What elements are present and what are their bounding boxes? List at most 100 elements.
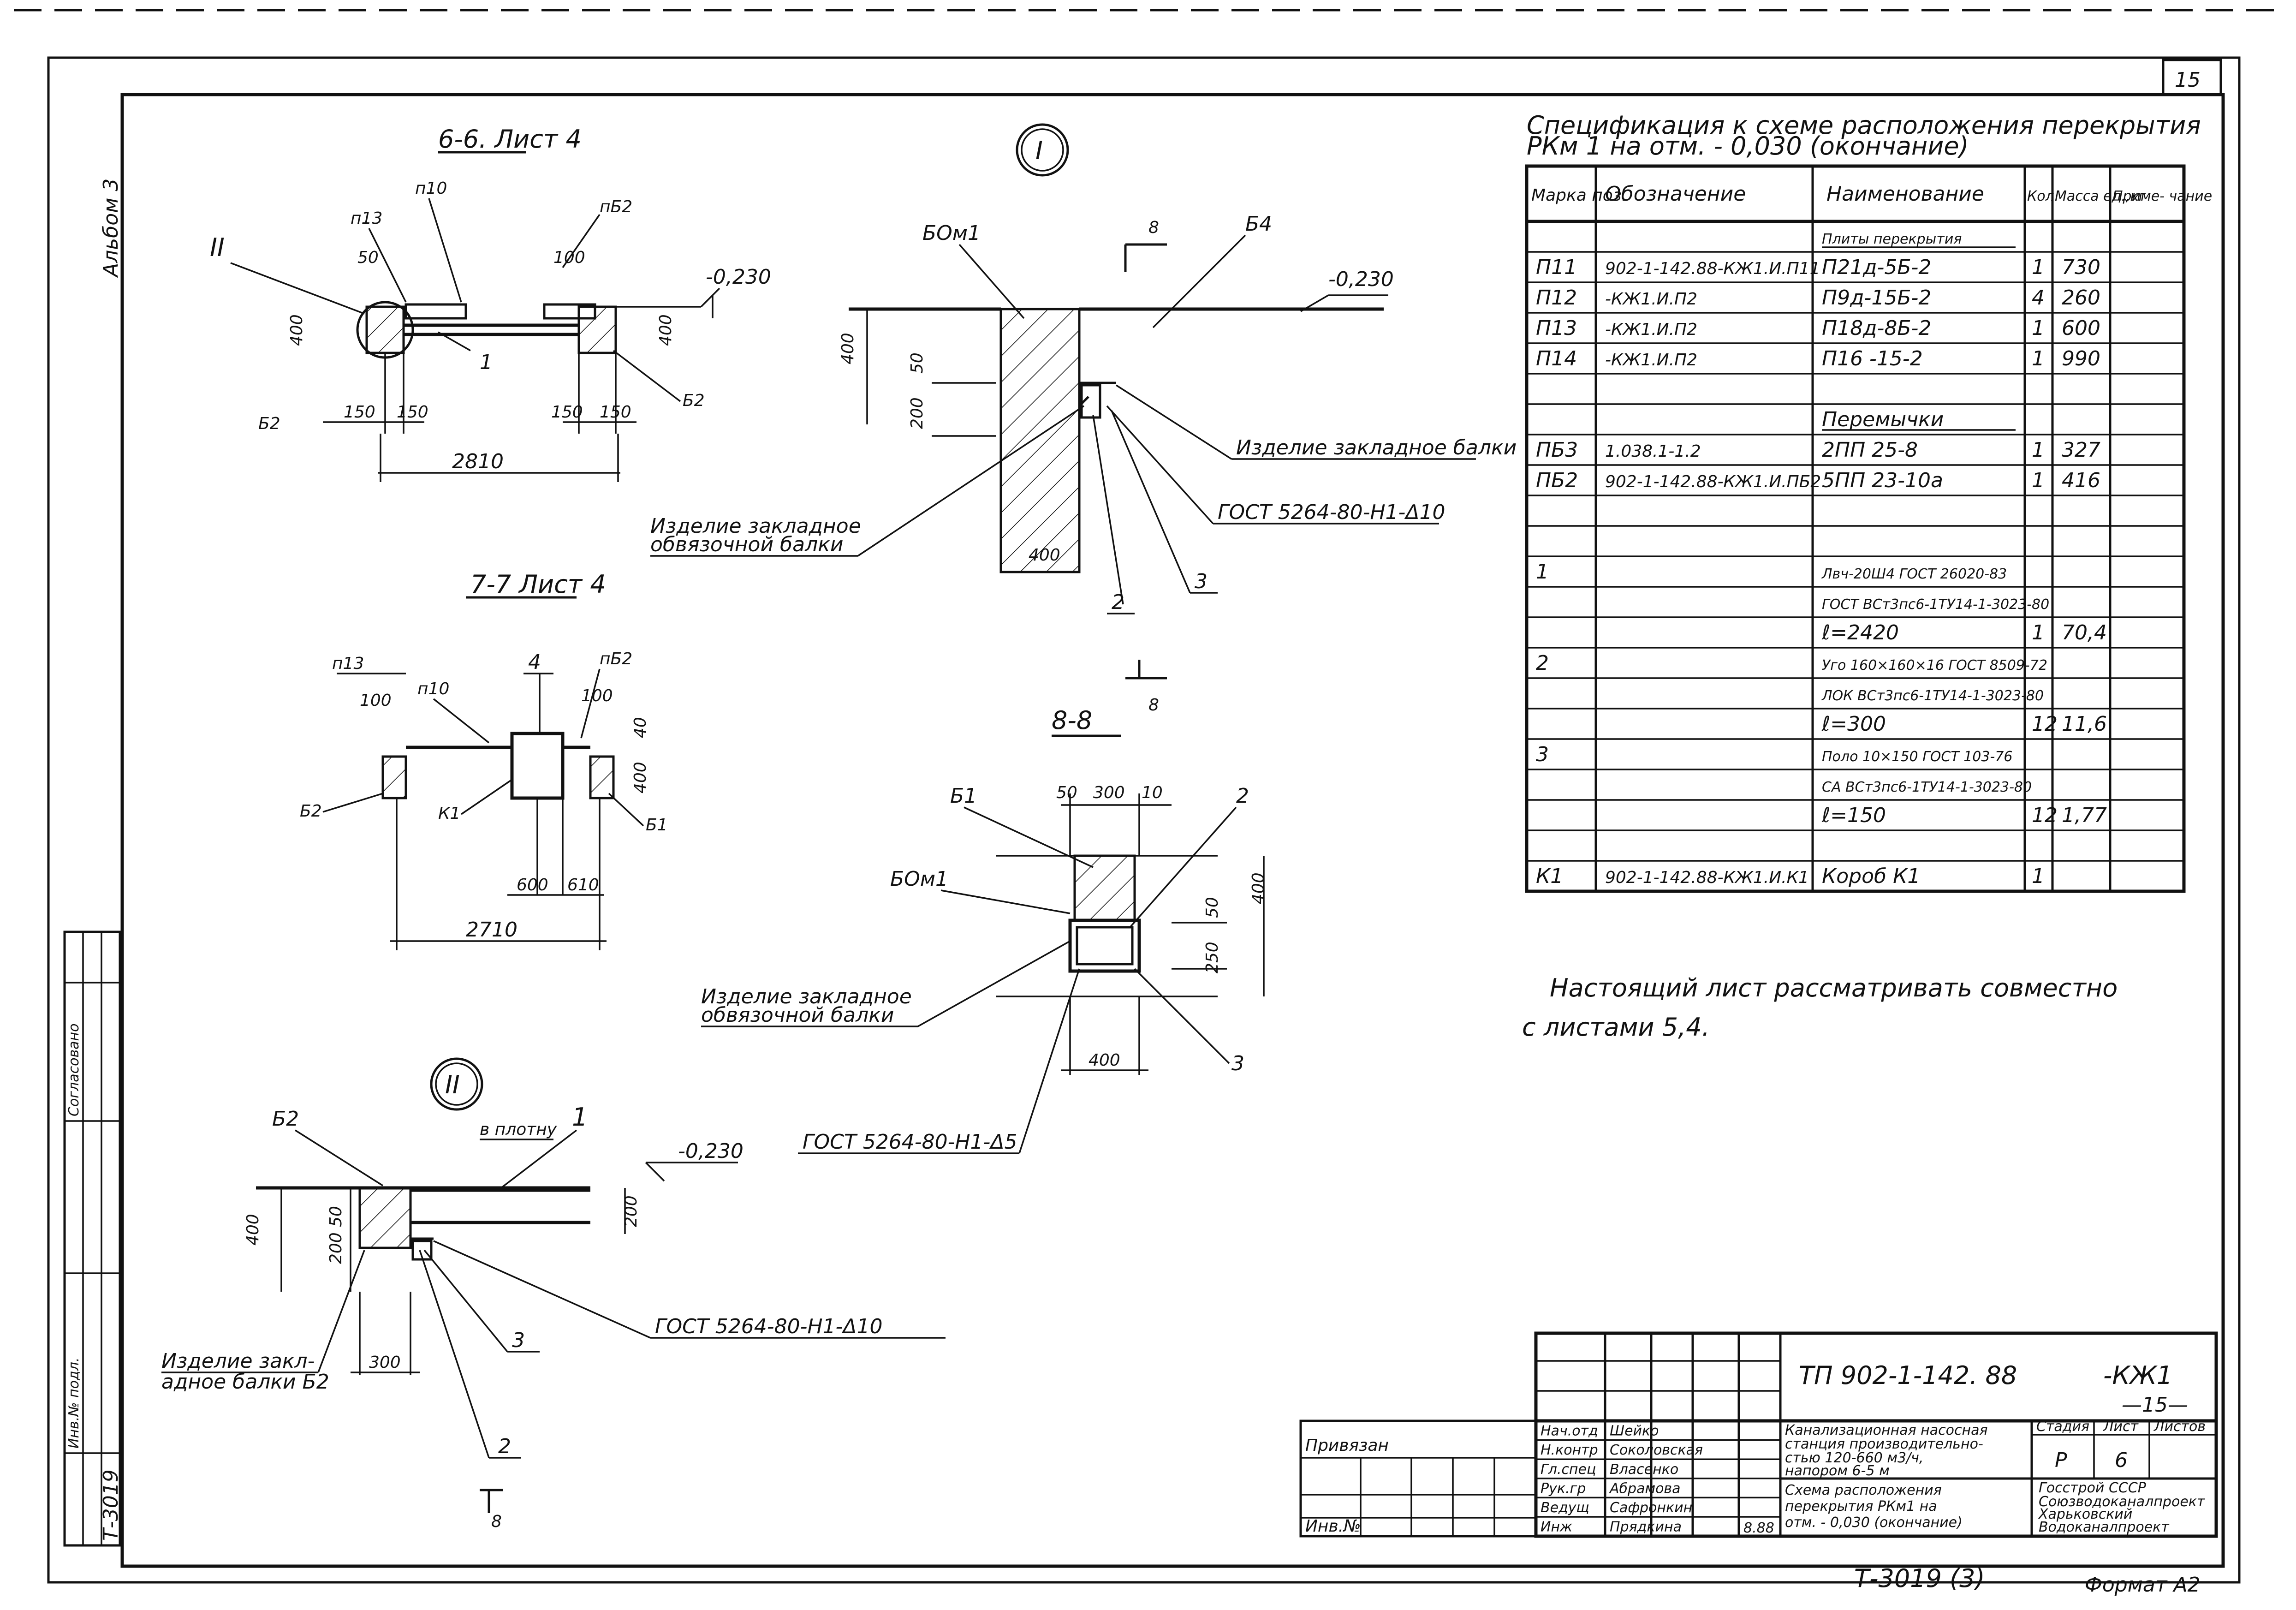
gost-d5-88: ГОСТ 5264-80-Н1-Δ5	[803, 1130, 1017, 1154]
dim-400-node1: 400	[839, 333, 857, 364]
dim-610-77: 610	[567, 876, 599, 894]
spec-cell-name: Лвч-20Ш4 ГОСТ 26020-83	[1821, 566, 2007, 582]
node-1-circle	[1016, 123, 1069, 177]
sheet-title-l2: перекрытия РКм1 на	[1785, 1498, 1937, 1515]
outer-frame	[47, 56, 2241, 1584]
archive-code: Т-3019 (3)	[1854, 1564, 1985, 1593]
label-b2-left-66: Б2	[258, 414, 280, 433]
date: 8.88	[1743, 1520, 1774, 1536]
label-p13-66: п13	[351, 209, 382, 228]
inner-frame	[120, 93, 2225, 1568]
spec-title-2: РКм 1 на отм. - 0,030 (окончание)	[1527, 131, 1969, 161]
spec-cell-name: ℓ=300	[1821, 712, 1886, 736]
sheet-number: 15	[2175, 68, 2201, 92]
staff-name: Сафронкин	[1610, 1500, 1692, 1516]
spec-cell-qty: 1	[2032, 438, 2045, 462]
staff-name: Абрамова	[1609, 1480, 1681, 1497]
spec-cell-designation: -КЖ1.И.П2	[1605, 290, 1697, 309]
side-stamp-1: Согласовано	[66, 1023, 82, 1116]
project-l3: стью 120-660 м3/ч,	[1785, 1450, 1923, 1466]
gost-d10-node1: ГОСТ 5264-80-Н1-Δ10	[1218, 501, 1445, 524]
cut-8-top: 8	[1148, 218, 1159, 237]
dim-40-77: 40	[631, 717, 650, 738]
spec-cell-qty: 1	[2032, 621, 2045, 644]
dim-150-66b: 150	[397, 403, 428, 422]
spec-cell-qty: 1	[2032, 316, 2045, 340]
spec-cell-name: 2ПП 25-8	[1822, 438, 1918, 462]
spec-cell-mark: ПБ3	[1536, 438, 1578, 462]
dim-400-node2: 400	[244, 1214, 262, 1246]
dim-600-77: 600	[517, 876, 548, 894]
dim-300-node2: 300	[369, 1353, 401, 1372]
spec-cell-mark: К1	[1536, 865, 1563, 888]
spec-cell-mark: ПБ2	[1536, 469, 1578, 492]
section-7-7-title: 7-7 Лист 4	[470, 570, 606, 599]
spec-cell-name: 5ПП 23-10а	[1822, 469, 1943, 492]
spec-cell-designation: -КЖ1.И.П2	[1605, 351, 1697, 370]
elev-node2: -0,230	[678, 1139, 744, 1163]
org-l3: Харьковский	[2038, 1506, 2132, 1522]
spec-cell-qty: 4	[2032, 286, 2045, 310]
project-l4: напором 6-5 м	[1785, 1463, 1890, 1479]
side-stamp-2: Инв.№ подл.	[66, 1358, 82, 1449]
dim-300-88: 300	[1093, 783, 1125, 802]
spec-cell-mark: 1	[1536, 560, 1549, 584]
privyazan-label: Привязан	[1305, 1436, 1389, 1455]
box-k1-77	[510, 732, 565, 800]
node-2: II в плотну 1 Б2 -0,230 200 400 200 50 3…	[161, 1057, 946, 1531]
project-l2: станция производительно-	[1785, 1436, 1983, 1452]
spec-cell-qty: 1	[2032, 347, 2045, 370]
section-8-8-box	[1068, 918, 1141, 973]
spec-cell-mass: 70,4	[2062, 621, 2107, 644]
drawing-code: ТП 902-1-142. 88	[1799, 1361, 2017, 1390]
dim-400-88-side: 400	[1249, 872, 1268, 904]
spec-header-mass: Масса ед.,кг	[2055, 188, 2146, 204]
embed-tie-1-node1: Изделие закладное	[650, 514, 861, 538]
in-place-label: в плотну	[480, 1120, 557, 1139]
spec-cell-name: ℓ=2420	[1821, 621, 1899, 644]
spec-cell-qty: 1	[2032, 256, 2045, 279]
note-line-1: Настоящий лист рассматривать совместно	[1550, 973, 2118, 1002]
sheet-title-l1: Схема расположения	[1785, 1482, 1942, 1498]
staff-role: Н.контр	[1541, 1442, 1598, 1458]
label-p10-77: п10	[417, 680, 449, 698]
sheet-value: 6	[2115, 1449, 2128, 1472]
spec-header-name: Наименование	[1826, 182, 1984, 206]
label-b4-node1: Б4	[1245, 212, 1272, 236]
dim-2710: 2710	[466, 918, 517, 942]
spec-cell-mark: 2	[1536, 651, 1549, 675]
dim-100-77b: 100	[581, 686, 613, 705]
label-pb2-77: пБ2	[600, 650, 632, 668]
section-7-7: 7-7 Лист 4 п13 п10 4 пБ2 100 100 40 400 …	[300, 570, 668, 950]
spec-cell-qty: 12	[2032, 804, 2058, 827]
org-l2: Союзводоканалпроект	[2039, 1494, 2206, 1510]
dim-50-node1: 50	[908, 352, 927, 374]
label-four-77: 4	[528, 650, 541, 674]
elev-node1: -0,230	[1328, 268, 1394, 291]
album-label: Альбом 3	[99, 179, 123, 278]
spec-cell-name: П18д-8Б-2	[1822, 316, 1931, 340]
section-8-8-title: 8-8	[1052, 706, 1092, 735]
spec-cell-name: П9д-15Б-2	[1822, 286, 1931, 310]
note-line-2: с листами 5,4.	[1522, 1013, 1710, 1042]
label-three-node1: 3	[1195, 570, 1207, 593]
spec-cell-mark: П13	[1536, 316, 1577, 340]
dim-400-77: 400	[631, 762, 650, 793]
dim-400-66a: 400	[287, 314, 306, 346]
dim-100-77a: 100	[360, 691, 392, 710]
stage-value: Р	[2055, 1449, 2067, 1472]
label-one-66: 1	[480, 351, 493, 374]
dim-150-66a: 150	[344, 403, 375, 422]
sheet-title-l3: отм. - 0,030 (окончание)	[1785, 1515, 1963, 1531]
section-8-8: 8 8-8 50 300 10 Б1 2 БОм1 400 50 250 3 4…	[701, 660, 1268, 1154]
sheet-mark: —15—	[2122, 1393, 2188, 1417]
spec-cell-name: ГОСТ ВСт3пс6-1ТУ14-1-3023-80	[1822, 596, 2049, 613]
side-stamp-3: Т-3019	[99, 1469, 123, 1541]
dim-50-88: 50	[1056, 783, 1077, 802]
dim-100-66: 100	[553, 248, 585, 267]
spec-cell-name: ЛОК ВСт3пс6-1ТУ14-1-3023-80	[1821, 688, 2044, 704]
spec-cell-mass: 730	[2062, 256, 2100, 279]
cut-8-node2: 8	[491, 1512, 502, 1531]
dim-400-node1-b: 400	[1029, 546, 1060, 565]
staff-role: Гл.спец	[1541, 1461, 1596, 1478]
